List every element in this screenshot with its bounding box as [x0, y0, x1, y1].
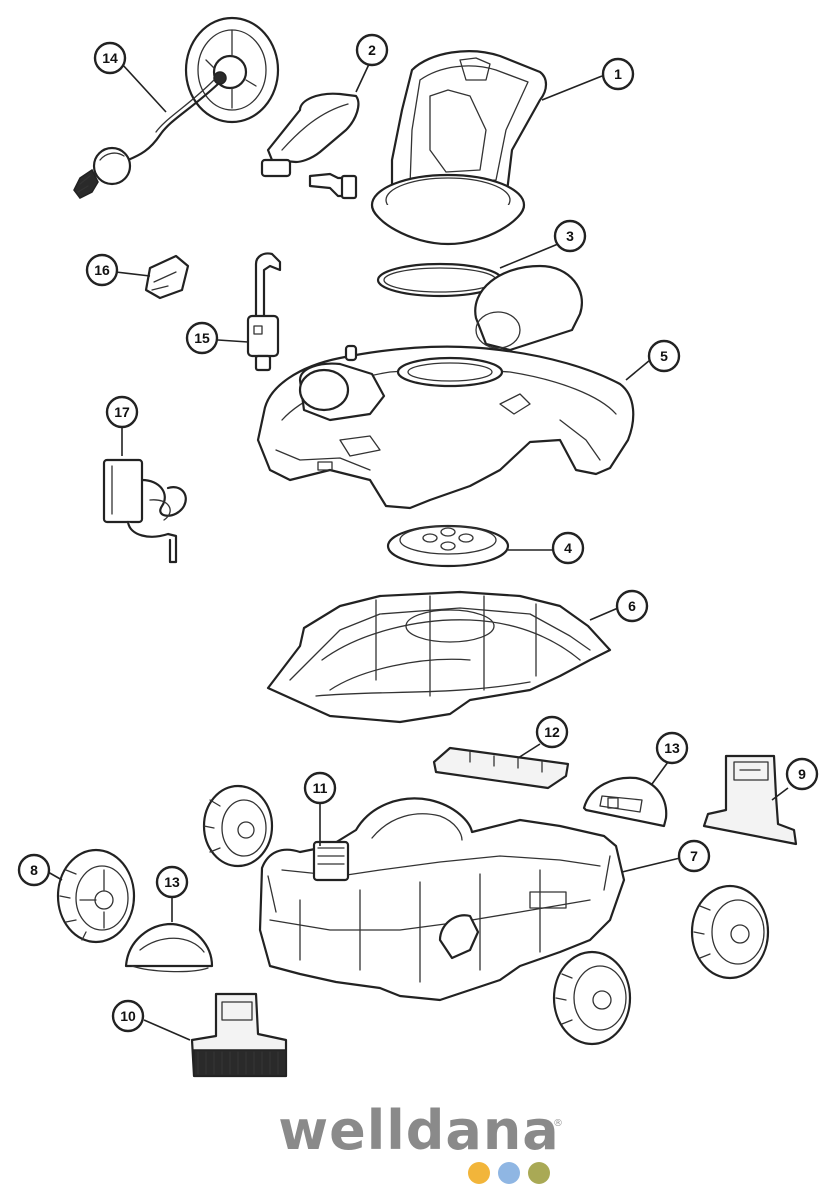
callout-3: 3 — [553, 219, 587, 253]
part-2-flap — [260, 92, 360, 200]
callout-8: 8 — [17, 853, 51, 887]
callout-4: 4 — [551, 531, 585, 565]
part-9-rear-brush — [702, 754, 798, 846]
registered-mark: ® — [553, 1118, 563, 1129]
svg-text:17: 17 — [114, 404, 130, 420]
svg-text:3: 3 — [566, 228, 574, 244]
part-15-float-valve — [246, 252, 282, 372]
part-6-intake-plate — [266, 590, 612, 724]
brand-logo-text: welldana — [278, 1099, 560, 1162]
brand-dots — [468, 1162, 558, 1184]
part-7-chassis — [258, 797, 626, 1002]
svg-text:11: 11 — [313, 780, 328, 796]
svg-text:13: 13 — [164, 874, 180, 890]
part-17-power-supply — [102, 458, 187, 564]
svg-text:12: 12 — [544, 724, 560, 740]
callout-9: 9 — [785, 757, 819, 791]
callout-15: 15 — [185, 321, 219, 355]
callout-11: 11 — [303, 771, 337, 805]
callout-7: 7 — [677, 839, 711, 873]
callout-13-right: 13 — [655, 731, 689, 765]
part-13-wheel-cover-left — [124, 922, 214, 973]
callout-13-left: 13 — [155, 865, 189, 899]
brand-dot-3 — [528, 1162, 550, 1184]
svg-text:7: 7 — [690, 848, 698, 864]
svg-text:13: 13 — [664, 740, 680, 756]
callout-6: 6 — [615, 589, 649, 623]
brand-dot-1 — [468, 1162, 490, 1184]
svg-text:2: 2 — [368, 42, 376, 58]
wheel-rear-left — [202, 784, 274, 868]
part-14-swivel-cable — [73, 16, 280, 199]
svg-text:9: 9 — [798, 766, 806, 782]
svg-text:4: 4 — [564, 540, 572, 556]
part-16-clip — [144, 254, 190, 300]
brand-dot-2 — [498, 1162, 520, 1184]
svg-text:6: 6 — [628, 598, 636, 614]
part-12-brush-strip — [432, 746, 570, 790]
svg-text:15: 15 — [194, 330, 210, 346]
callout-10: 10 — [111, 999, 145, 1033]
part-10-front-brush — [190, 992, 288, 1078]
wheel-front-right — [552, 950, 632, 1046]
part-4-impeller-disc — [386, 524, 510, 568]
callout-17: 17 — [105, 395, 139, 429]
part-13-wheel-cover-right — [582, 776, 668, 828]
svg-text:8: 8 — [30, 862, 38, 878]
svg-text:14: 14 — [102, 50, 118, 66]
part-8-wheel-left — [56, 848, 136, 944]
part-1-top-housing — [370, 50, 548, 246]
callout-12: 12 — [535, 715, 569, 749]
part-5-upper-shell — [256, 264, 635, 510]
svg-text:5: 5 — [660, 348, 668, 364]
svg-text:16: 16 — [94, 262, 110, 278]
callout-2: 2 — [355, 33, 389, 67]
svg-text:10: 10 — [120, 1008, 136, 1024]
callout-16: 16 — [85, 253, 119, 287]
svg-text:1: 1 — [614, 66, 622, 82]
callout-leader-lines — [47, 61, 789, 1041]
callout-1: 1 — [601, 57, 635, 91]
callout-14: 14 — [93, 41, 127, 75]
wheel-far-right — [690, 884, 770, 980]
callout-5: 5 — [647, 339, 681, 373]
exploded-parts-diagram: 1 2 3 4 5 6 7 8 9 10 11 12 13 13 14 15 1… — [17, 16, 819, 1078]
